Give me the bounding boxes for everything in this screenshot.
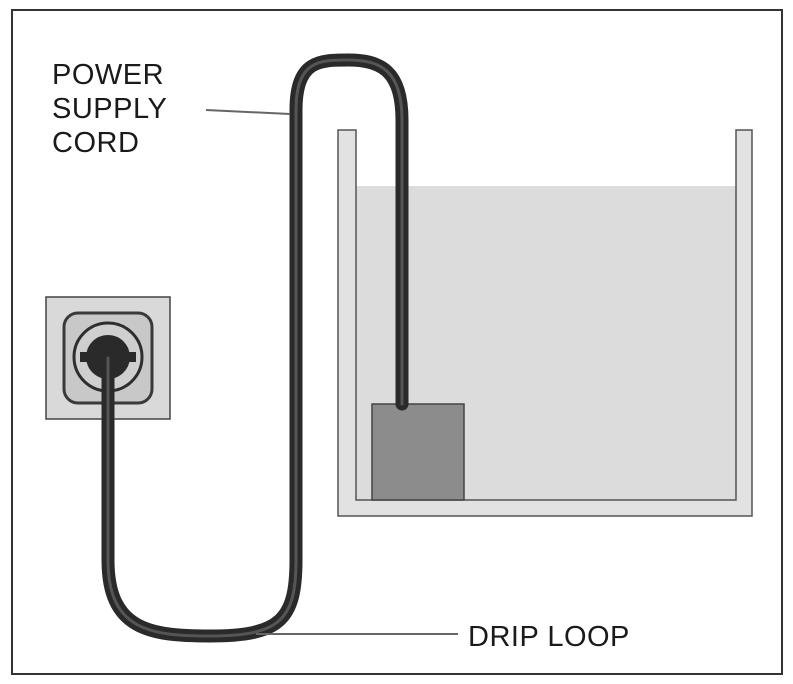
power-cord-leader — [205, 109, 291, 115]
plug-prong-right — [126, 352, 136, 362]
power-supply-cord-label: POWER SUPPLY CORD — [52, 58, 167, 160]
power-label-line-3: CORD — [52, 127, 140, 159]
submersible-pump-icon — [371, 403, 465, 501]
drip-loop-label: DRIP LOOP — [468, 621, 630, 653]
tank-walls — [337, 129, 753, 517]
power-label-line-2: SUPPLY — [52, 93, 168, 125]
power-cord-highlight — [106, 58, 404, 638]
power-cord — [101, 53, 409, 643]
power-label-line-1: POWER — [52, 59, 165, 91]
plug-prong-left — [80, 352, 90, 362]
